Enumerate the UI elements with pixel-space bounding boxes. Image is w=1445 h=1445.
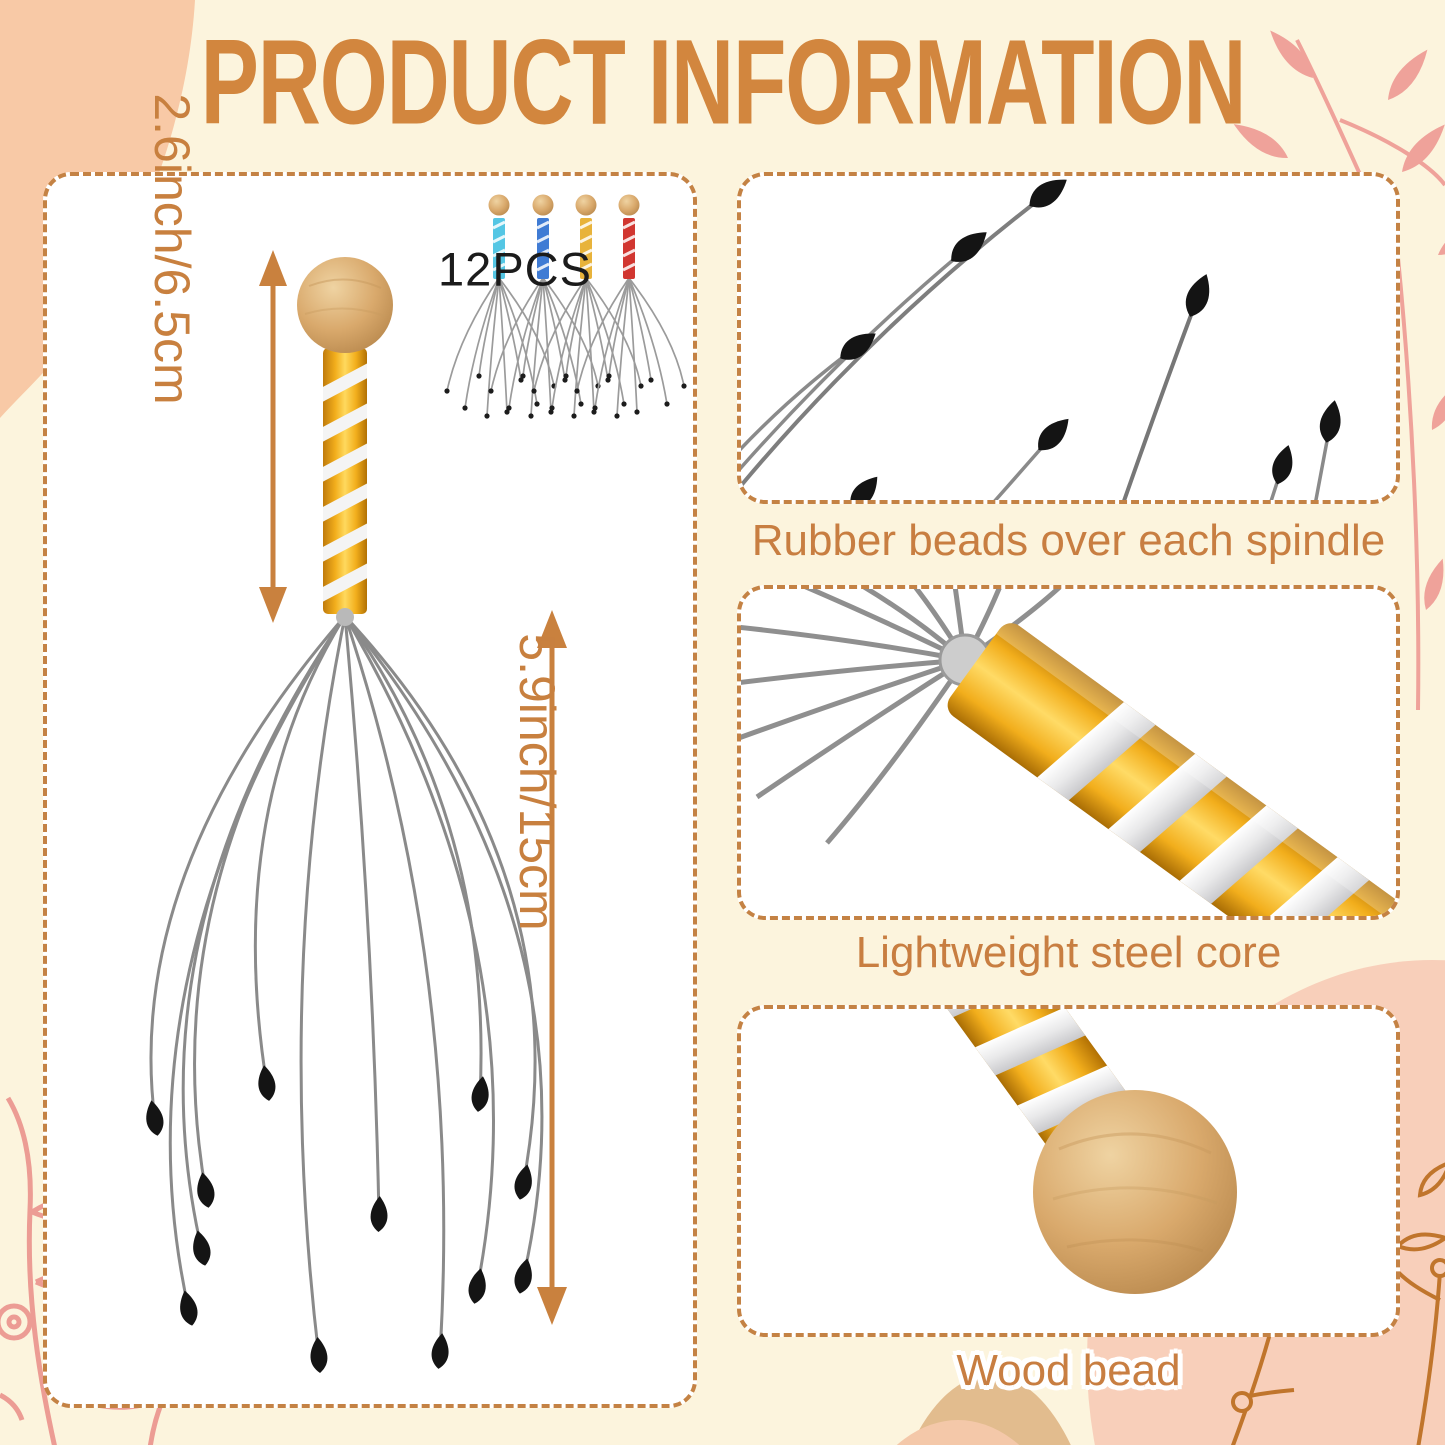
mini-massager-red [574, 194, 687, 419]
blob-peach-bottom [896, 1420, 1020, 1445]
massager-wires [149, 614, 544, 1359]
core-gold-cylinder [947, 617, 1396, 916]
massager-handle [323, 348, 367, 626]
dimension-label-handle: 2.6inch/6.5cm [144, 93, 200, 405]
dimension-arrow-total [537, 610, 567, 1325]
massager-wire-beads [143, 1064, 536, 1374]
detail-panel-rubber-beads [737, 172, 1400, 504]
detail-panel-steel-core [737, 585, 1400, 920]
steel-core-closeup-image [741, 589, 1396, 916]
main-product-image [143, 194, 687, 1374]
mini-massager-gold [531, 194, 644, 419]
page-title: PRODUCT INFORMATION [200, 13, 1246, 150]
spindle-bead-tips [834, 176, 1345, 500]
caption-rubber-beads: Rubber beads over each spindle [751, 516, 1386, 565]
dimension-arrow-handle [259, 250, 287, 623]
rubber-beads-closeup-image [741, 176, 1345, 500]
wood-bead-closeup-image [911, 1009, 1237, 1294]
main-product-panel [43, 172, 697, 1408]
pack-variants-image [444, 194, 687, 419]
massager-wood-ball [297, 257, 393, 353]
caption-steel-core: Lightweight steel core [855, 928, 1282, 977]
detail-panel-wood-bead [737, 1005, 1400, 1337]
spindle-wires [741, 193, 1332, 500]
leaf-branch-top-right [1233, 30, 1445, 711]
dimension-label-total: 5.9inch/15cm [509, 633, 565, 931]
pack-count-label: 12PCS [438, 242, 592, 296]
caption-wood-bead: Wood bead [956, 1346, 1181, 1395]
bead-wood-ball [1033, 1090, 1237, 1294]
